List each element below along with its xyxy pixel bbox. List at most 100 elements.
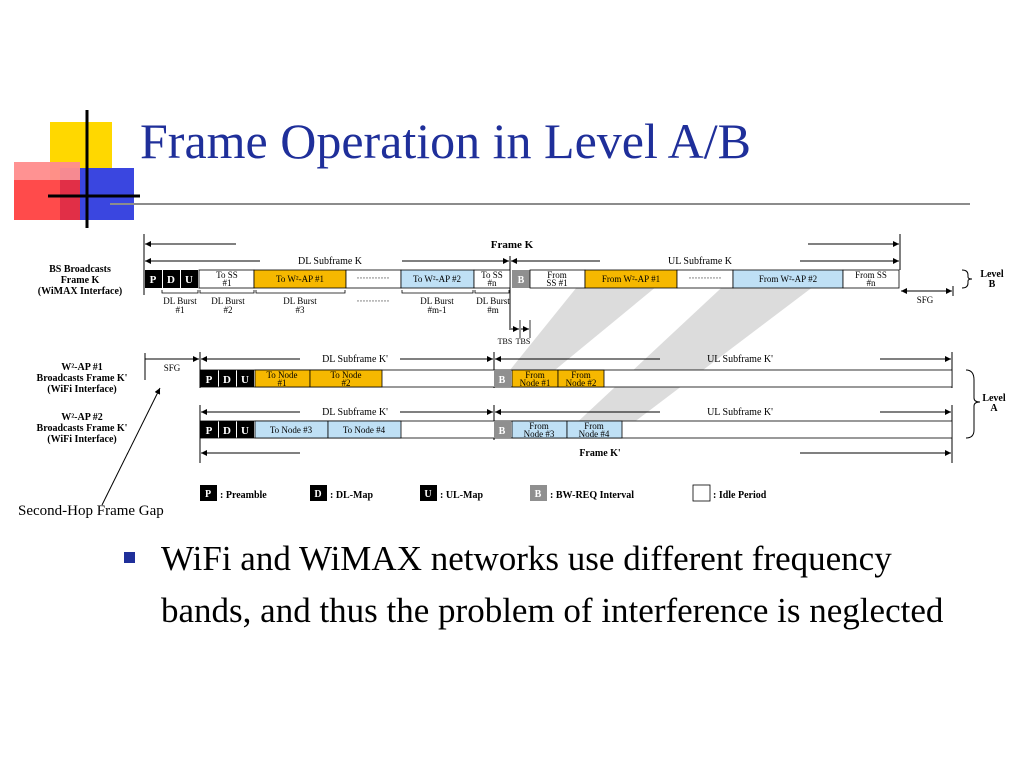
burst-brace-3 [255, 290, 346, 294]
burst-3-line2: #3 [296, 305, 306, 315]
bs-cell-ulmap [181, 270, 198, 288]
ap1-cell-to-node2-line2: #2 [342, 378, 351, 388]
level-b-brace [961, 269, 973, 289]
frame-k-label: Frame K [491, 239, 534, 251]
burst-m1-line2: #m-1 [428, 305, 447, 315]
bs-cell-dlmap [163, 270, 180, 288]
legend-bwreq-key-label: B [535, 489, 542, 500]
ap2-dl-subframe-label: DL Subframe K' [322, 407, 388, 418]
ap1-cell-to-node1-line1: To Node [266, 370, 297, 380]
title-divider [110, 203, 970, 205]
ap2-cell-from-node3-line1: From [529, 421, 549, 431]
bs-cell-to-ssn [473, 269, 511, 289]
ap1-label-line3: (WiFi Interface) [47, 384, 117, 395]
bullet-list: WiFi and WiMAX networks use different fr… [124, 533, 984, 637]
bs-cell-dots2: ··········· [689, 273, 722, 283]
ap1-sfg-label: SFG [164, 363, 181, 373]
tbs-label-2: TBS [516, 337, 531, 346]
bs-cell-from-ss1-line1: From [547, 270, 567, 280]
bs-cell-preamble [145, 270, 162, 288]
second-hop-frame-gap-caption: Second-Hop Frame Gap [18, 503, 164, 519]
ap2-cell-bwreq-label: B [499, 426, 506, 437]
bs-cell-to-ssn-line2: #n [488, 278, 498, 288]
level-a-brace [965, 369, 981, 439]
ap2-cell-from-node4-line2: Node #4 [579, 429, 610, 439]
ap1-cell-from-node2-line2: Node #2 [566, 378, 597, 388]
burst-3-line1: DL Burst [283, 296, 317, 306]
ap1-cell-from-node2 [557, 369, 605, 388]
burst-brace-1 [161, 290, 199, 294]
burst-m1-line1: DL Burst [420, 296, 454, 306]
slide-logo [14, 110, 140, 228]
ap1-cell-bwreq [494, 370, 511, 387]
level-b-label-line2: B [989, 279, 996, 290]
ap1-frame-row: P D U To Node #1 To Node #2 B From Node … [199, 369, 953, 388]
bs-cell-to-ssn-line1: To SS [481, 270, 503, 280]
bullet-text: WiFi and WiMAX networks use different fr… [161, 539, 944, 630]
ap2-ul-subframe-label: UL Subframe K' [707, 407, 773, 418]
ap1-cell-from-node2-line1: From [571, 370, 591, 380]
bs-cell-bwreq-label: B [518, 275, 525, 286]
bs-frame-row: P D U To SS #1 To W²-AP #1 ··········· T… [145, 269, 900, 289]
bullet-item: WiFi and WiMAX networks use different fr… [124, 533, 984, 637]
level-a-label-line2: A [990, 403, 998, 414]
burst-brace-m1 [401, 290, 474, 294]
bs-cell-dots1: ··········· [357, 273, 390, 283]
ap2-cell-from-node4 [566, 420, 623, 439]
ap1-cell-preamble [200, 370, 218, 387]
ap2-label-line2: Broadcasts Frame K' [37, 423, 128, 434]
level-b-label-line1: Level [980, 269, 1004, 280]
frame-diagram: Frame K DL Subframe K UL Subframe K BS B… [37, 234, 1006, 506]
dl-burst-labels: DL Burst #1 DL Burst #2 DL Burst #3 ····… [161, 290, 510, 315]
slide-title: Frame Operation in Level A/B [140, 113, 751, 169]
ap2-cell-to-node4-label: To Node #4 [343, 425, 386, 435]
ap1-label-line1: W²-AP #1 [61, 362, 103, 373]
bs-cell-from-ap2-label: From W²-AP #2 [759, 274, 817, 284]
ap1-cell-dlmap-label: D [223, 374, 231, 386]
ap1-cell-ulmap [237, 370, 254, 387]
ap2-cell-dlmap [219, 421, 236, 438]
legend-ulmap-key-label: U [424, 489, 431, 500]
ap2-label-line1: W²-AP #2 [61, 412, 103, 423]
ap2-cell-ulmap [237, 421, 254, 438]
bs-cell-to-ap2-label: To W²-AP #2 [413, 274, 461, 284]
bs-cell-to-ss1-line2: #1 [223, 278, 232, 288]
ap1-cell-dlmap [219, 370, 236, 387]
frame-k-prime-label: Frame K' [579, 448, 621, 459]
ap1-cell-preamble-label: P [206, 374, 213, 386]
legend-ulmap-key [420, 485, 437, 501]
bs-label-line2: Frame K [61, 275, 100, 286]
bs-cell-from-ssn-line2: #n [867, 278, 877, 288]
ap2-cell-preamble-label: P [206, 425, 213, 437]
bs-label-line1: BS Broadcasts [49, 264, 111, 275]
bs-cell-to-ap1-label: To W²-AP #1 [276, 274, 324, 284]
legend-dlmap-text: : DL-Map [330, 490, 373, 501]
ap1-cell-to-node2-line1: To Node [330, 370, 361, 380]
ap2-cell-dlmap-label: D [223, 425, 231, 437]
bs-cell-from-ss1-line2: SS #1 [546, 278, 567, 288]
legend-dlmap-key [310, 485, 327, 501]
ap2-cell-bwreq [494, 421, 511, 438]
ap1-cell-to-node2 [309, 369, 383, 388]
dl-subframe-k-label: DL Subframe K [298, 256, 363, 267]
legend-dlmap-key-label: D [314, 489, 321, 500]
ap1-cell-from-node1-line1: From [525, 370, 545, 380]
bs-cell-dlmap-label: D [167, 274, 175, 286]
legend-preamble-key [200, 485, 217, 501]
burst-2-line1: DL Burst [211, 296, 245, 306]
bs-cell-from-ap1-label: From W²-AP #1 [602, 274, 660, 284]
bs-cell-from-ssn-line1: From SS [855, 270, 887, 280]
legend-preamble-text: : Preamble [220, 490, 267, 501]
burst-dots: ··········· [357, 296, 390, 306]
burst-brace-2 [199, 290, 255, 294]
ap1-label-line2: Broadcasts Frame K' [37, 373, 128, 384]
bs-cell-bwreq [512, 270, 530, 288]
legend-bwreq-text: : BW-REQ Interval [550, 490, 634, 501]
ap2-cell-preamble [200, 421, 218, 438]
burst-brace-m [474, 290, 510, 294]
level-a-label-line1: Level [982, 393, 1006, 404]
bs-cell-ulmap-label: U [185, 274, 193, 286]
ap2-label-line3: (WiFi Interface) [47, 434, 117, 445]
logo-red-highlight [14, 162, 80, 180]
bs-sfg-label: SFG [917, 295, 934, 305]
